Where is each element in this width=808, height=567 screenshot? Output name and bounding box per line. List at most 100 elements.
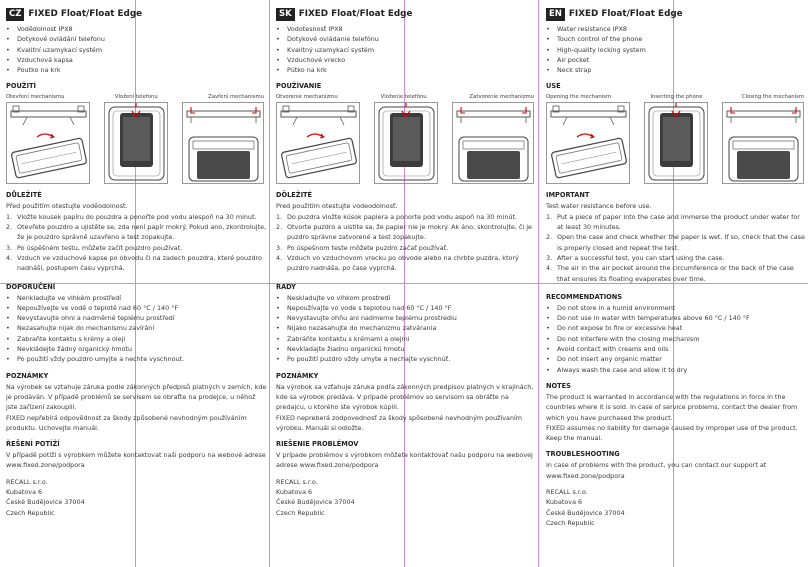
notes-text: Na výrobok sa vzťahuje záruka podľa záko…	[276, 382, 534, 432]
recommendation-item: Nevkládejte žádný organický hmotu	[6, 344, 268, 355]
recommendation-item: Avoid contact with creams and oils	[546, 344, 808, 355]
figure-captions: Opening the mechanism Inserting the phone…	[546, 92, 804, 102]
inserting-phone-illustration	[374, 102, 438, 185]
use-heading: POUŽÍVANIE	[276, 82, 322, 91]
important-heading: DÔLEŽITÉ	[276, 191, 313, 200]
feature-item: Water resistance IPX8	[546, 24, 808, 35]
figure-row	[546, 102, 804, 185]
test-step: 3.Po úspešnom teste môžete puzdro začať …	[276, 243, 449, 252]
troubleshooting-heading: ŘEŠENÍ POTÍŽÍ	[6, 440, 60, 449]
language-column-en: EN FIXED Float/Float Edge Water resistan…	[546, 6, 808, 528]
recommendations-list: Nenkladujte ve vlhkém prostředíNepoužíve…	[6, 293, 268, 365]
notes-heading: POZNÁMKY	[276, 371, 319, 380]
feature-item: Kvalitný uzamykací systém	[276, 45, 538, 56]
language-column-sk: SK FIXED Float/Float Edge Vodotesnosť IP…	[276, 6, 538, 518]
figure-caption: Vložení telefonu	[114, 94, 158, 101]
product-title: FIXED Float/Float Edge	[298, 8, 413, 19]
feature-item: Neck strap	[546, 65, 808, 76]
address-line: Kubatova 6	[6, 488, 43, 497]
notes-text: The product is warranted in accordance w…	[546, 392, 798, 443]
test-step: 2.Otvorte puzdro a uistite sa, že papier…	[276, 223, 532, 242]
figure-row	[6, 102, 264, 185]
closing-mechanism-illustration	[182, 102, 264, 185]
recommendations-heading: RADY	[276, 282, 296, 291]
figure-row	[276, 102, 534, 185]
address-line: Czech Republic	[6, 508, 55, 517]
feature-item: Vzduchové vrecko	[276, 55, 538, 66]
feature-item: Vodědolnost IPX8	[6, 24, 268, 35]
address-line: Kubatova 6	[546, 498, 583, 507]
language-label: CZ	[6, 7, 25, 21]
test-step: 1.Put a piece of paper into the case and…	[546, 212, 800, 232]
feature-item: Touch control of the phone	[546, 34, 808, 45]
test-step: 1.Vložte kousek papíru do pouzdra a pono…	[6, 212, 257, 221]
product-title: FIXED Float/Float Edge	[568, 8, 683, 19]
address-line: Czech Republic	[546, 518, 595, 527]
address-line: RECALL s.r.o.	[6, 477, 48, 486]
troubleshooting-heading: TROUBLESHOOTING	[546, 450, 620, 459]
test-steps: 1.Put a piece of paper into the case and…	[546, 212, 808, 284]
feature-item: Vodotesnosť IPX8	[276, 24, 538, 35]
recommendations-list: Do not store in a humid environmentDo no…	[546, 303, 808, 375]
recommendation-item: Nijako nezasahujte do mechanizmu zatvára…	[276, 323, 538, 334]
figure-caption: Otevření mechanismu	[6, 94, 65, 101]
address-line: České Budějovice 37004	[276, 498, 355, 507]
recommendation-item: Po použití puzdro vždy umyte a nechajte …	[276, 354, 538, 365]
figure-caption: Opening the mechanism	[546, 94, 612, 101]
address-line: České Budějovice 37004	[546, 508, 625, 517]
feature-list: Vodědolnost IPX8Dotykové ovládání telefo…	[6, 24, 268, 76]
address-line: Kubatova 6	[276, 488, 313, 497]
test-step: 1.Do puzdra vložte kúsok papiera a ponor…	[276, 212, 518, 221]
test-step: 2.Otevřete pouzdro a ujistěte se, zda ne…	[6, 223, 267, 242]
opening-mechanism-illustration	[6, 102, 90, 185]
test-step: 2.Open the case and check whether the pa…	[546, 233, 805, 252]
notes-text: Na výrobek se vztahuje záruka podle záko…	[6, 382, 267, 432]
troubleshooting-text: V případě potíží s výrobkem můžete konta…	[6, 451, 266, 470]
feature-item: Vzduchová kapsa	[6, 55, 268, 66]
recommendation-item: Zabráňte kontaktu s krémami a olejmi	[276, 334, 538, 345]
feature-item: Dotykové ovládání telefonu	[6, 34, 268, 45]
test-steps: 1.Vložte kousek papíru do pouzdra a pono…	[6, 212, 268, 274]
recommendation-item: Nevystavujte ohňu ani nadmerne teplému p…	[276, 313, 538, 324]
recommendation-item: Do not expose to fire or excessive heat	[546, 323, 808, 334]
recommendation-item: Nepoužívajte vo vode s teplotou nad 60 °…	[276, 303, 538, 314]
important-intro: Pred použitím otestujte vodeodolnosť.	[276, 202, 398, 211]
product-title: FIXED Float/Float Edge	[28, 8, 143, 19]
important-intro: Před použitím otestujte voděodolnost.	[6, 202, 128, 211]
recommendation-item: Do not store in a humid environment	[546, 303, 808, 314]
figure-caption: Otvorenie mechanizmu	[276, 94, 338, 101]
address-line: RECALL s.r.o.	[276, 477, 318, 486]
troubleshooting-text: In case of problems with the product, yo…	[546, 461, 767, 480]
use-heading: POUŽITÍ	[6, 82, 36, 91]
recommendations-heading: DOPORUČENÍ	[6, 282, 56, 291]
feature-item: Air pocket	[546, 55, 808, 66]
column-header: CZ FIXED Float/Float Edge	[6, 6, 268, 22]
closing-mechanism-illustration	[722, 102, 804, 185]
recommendation-item: Do not insert any organic matter	[546, 354, 808, 365]
feature-list: Vodotesnosť IPX8Dotykové ovládanie telef…	[276, 24, 538, 76]
test-step: 4.Vzduch vo vzduchovom vrecku po obvode …	[276, 253, 519, 273]
feature-item: High-quality locking system	[546, 45, 808, 56]
recommendation-item: Neskladujte vo vlhkom prostredí	[276, 293, 538, 304]
figure-caption: Closing the mechanism	[741, 94, 804, 101]
inserting-phone-illustration	[104, 102, 168, 185]
figure-caption: Zatvorenie mechanizmu	[469, 94, 534, 101]
test-step: 4.Vzduch ve vzduchové kapse po obvodu či…	[6, 253, 262, 273]
figure-caption: Inserting the phone	[650, 94, 703, 101]
test-step: 4.The air in the air pocket around the c…	[546, 264, 794, 283]
recommendation-item: Nevkladajte žiadnu organickú hmotu	[276, 344, 538, 355]
notes-heading: POZNÁMKY	[6, 371, 49, 380]
test-steps: 1.Do puzdra vložte kúsok papiera a ponor…	[276, 212, 538, 274]
troubleshooting-heading: RIEŠENIE PROBLÉMOV	[276, 440, 359, 449]
feature-list: Water resistance IPX8Touch control of th…	[546, 24, 808, 76]
feature-item: Poutko na krk	[6, 65, 268, 76]
recommendation-item: Do not interfere with the closing mechan…	[546, 334, 808, 345]
language-column-cz: CZ FIXED Float/Float Edge Vodědolnost IP…	[6, 6, 268, 518]
opening-mechanism-illustration	[276, 102, 360, 185]
recommendation-item: Do not use in water with temperatures ab…	[546, 313, 808, 324]
language-label: EN	[546, 7, 565, 21]
important-intro: Test water resistance before use.	[546, 202, 652, 211]
